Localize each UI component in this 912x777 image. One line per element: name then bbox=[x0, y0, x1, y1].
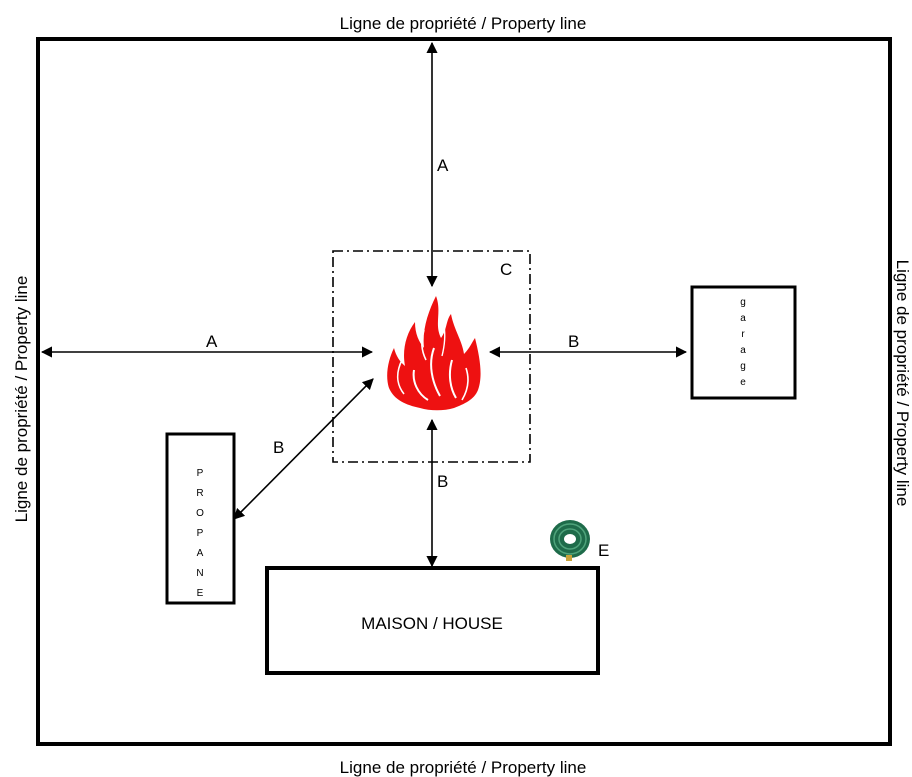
property-line-label-top: Ligne de propriété / Property line bbox=[340, 14, 587, 33]
propane-letter: N bbox=[196, 568, 203, 579]
garage-letter: g bbox=[740, 297, 746, 308]
distance-label-propane-b: B bbox=[273, 438, 284, 457]
garage-letter: e bbox=[740, 377, 746, 388]
propane-letter: R bbox=[196, 488, 203, 499]
garage-box bbox=[690, 285, 797, 400]
distance-label-left-a: A bbox=[206, 332, 218, 351]
propane-letter: A bbox=[197, 548, 204, 559]
garage-letter: g bbox=[740, 361, 746, 372]
property-boundary bbox=[36, 37, 892, 746]
distance-label-house-b: B bbox=[437, 472, 448, 491]
propane-label: P R O P A N E bbox=[196, 468, 204, 599]
distance-arrow-propane bbox=[233, 378, 374, 520]
house-label: MAISON / HOUSE bbox=[361, 614, 503, 633]
propane-letter: P bbox=[197, 468, 204, 479]
garden-hose-icon bbox=[550, 520, 590, 561]
property-line-label-bottom: Ligne de propriété / Property line bbox=[340, 758, 587, 777]
property-line-label-right: Ligne de propriété / Property line bbox=[893, 260, 912, 507]
zone-label-c: C bbox=[500, 260, 512, 279]
garage-letter: a bbox=[740, 313, 746, 324]
house-box bbox=[265, 566, 600, 675]
propane-letter: O bbox=[196, 508, 204, 519]
garage-letter: a bbox=[740, 345, 746, 356]
garage-label: g a r a g e bbox=[740, 297, 746, 388]
fire-icon bbox=[387, 296, 481, 411]
distance-label-top-a: A bbox=[437, 156, 449, 175]
property-line-label-left: Ligne de propriété / Property line bbox=[12, 276, 31, 523]
distance-label-garage-b: B bbox=[568, 332, 579, 351]
propane-letter: E bbox=[197, 588, 204, 599]
propane-box bbox=[165, 432, 236, 605]
hose-label-e: E bbox=[598, 541, 609, 560]
propane-letter: P bbox=[197, 528, 204, 539]
garage-letter: r bbox=[741, 329, 745, 340]
